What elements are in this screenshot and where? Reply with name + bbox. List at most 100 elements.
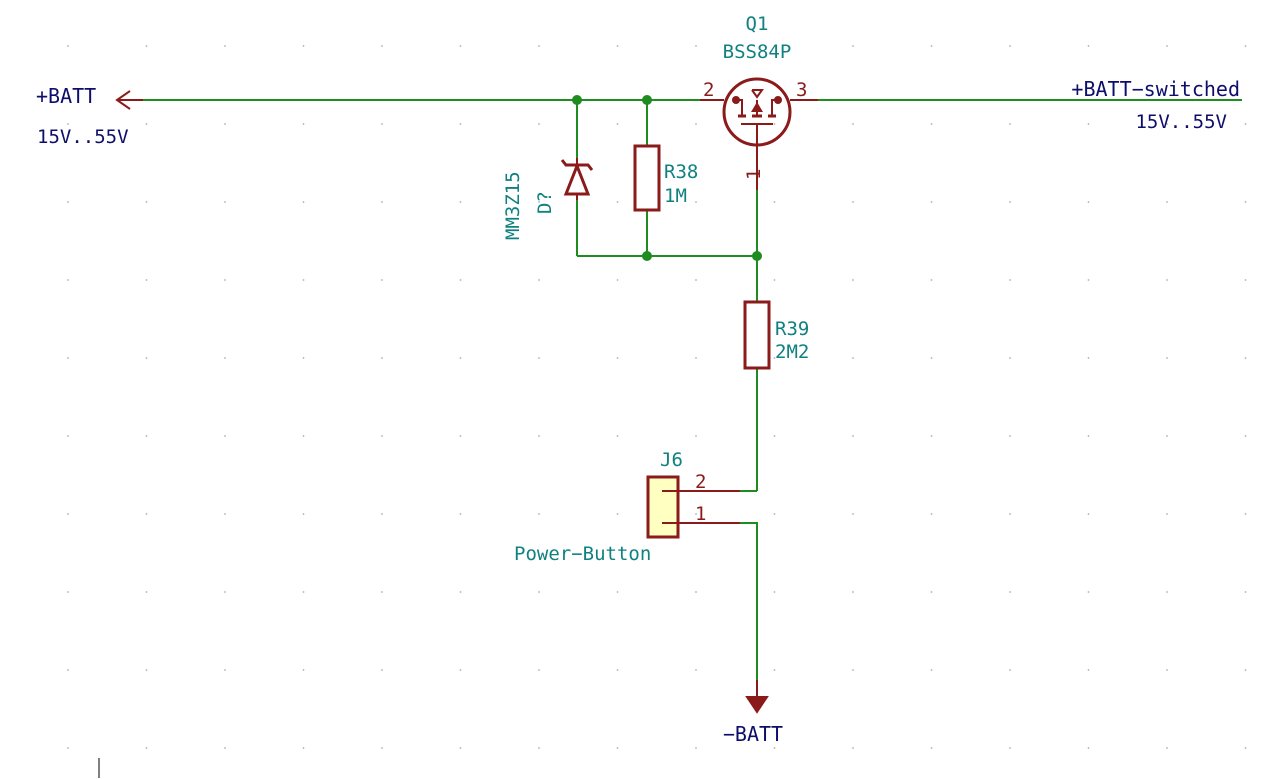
grid-dot [1009, 357, 1011, 359]
grid-dot [67, 435, 69, 437]
resistor-r39[interactable]: R39 2M2 [743, 300, 809, 370]
grid-dot [1244, 45, 1247, 47]
grid-dot [616, 279, 619, 281]
grid-dot [773, 357, 776, 359]
grid-dot [1087, 201, 1090, 203]
grid-dot [1166, 669, 1168, 671]
connector-body-icon [646, 475, 680, 539]
connector-j6[interactable]: J6 2 1 Power−Button [514, 449, 740, 565]
grid-dot [1009, 435, 1011, 437]
grid-dot [459, 747, 462, 749]
grid-dot [852, 45, 854, 47]
net-label-batt-switched[interactable]: +BATT−switched 15V..55V [1071, 77, 1240, 133]
grid-dot [67, 513, 69, 515]
grid-dot [852, 435, 854, 437]
grid-dot [302, 357, 305, 359]
grid-dot [852, 201, 854, 203]
grid-dot [459, 591, 462, 593]
j6-pin1-number: 1 [695, 503, 706, 525]
grid-dot [302, 123, 305, 125]
grid-dot [224, 591, 226, 593]
power-symbol-batt-minus[interactable]: −BATT [723, 680, 783, 746]
grid-dot [1087, 357, 1090, 359]
grid-dot [773, 669, 776, 671]
grid-dot [1244, 591, 1247, 593]
grid-dot [1009, 669, 1011, 671]
grid-dot [1087, 513, 1090, 515]
net-label-batt-switched-text: +BATT−switched [1071, 77, 1240, 101]
grid-dot [538, 591, 540, 593]
grid-dot [224, 747, 226, 749]
grid-dot [1009, 279, 1011, 281]
grid-dot [224, 435, 226, 437]
grid-dot [930, 123, 933, 125]
zener-diode-d[interactable]: MM3Z15 D? [502, 158, 594, 240]
grid-dot [1009, 591, 1011, 593]
grid-dot [302, 279, 305, 281]
grid-dot [773, 747, 776, 749]
grid-dot [852, 123, 854, 125]
grid-dot [538, 279, 540, 281]
grid-dot [852, 513, 854, 515]
grid-dot [67, 45, 69, 47]
grid-dot [1166, 435, 1168, 437]
grid-dot [459, 201, 462, 203]
mosfet-pin-dot [732, 96, 740, 104]
grid-dot [930, 45, 933, 47]
zener-reference: D? [534, 191, 556, 214]
grid-dot [145, 513, 148, 515]
grid-dot [773, 45, 776, 47]
grid-dot [773, 591, 776, 593]
grid-dot [1244, 279, 1247, 281]
grid-dot [145, 591, 148, 593]
grid-dot [145, 45, 148, 47]
grid-dot [930, 513, 933, 515]
grid-dot [145, 123, 148, 125]
grid-dot [773, 435, 776, 437]
grid-dot [695, 201, 697, 203]
grid-dot [1087, 747, 1090, 749]
junction-dot [642, 251, 652, 261]
grid-dot [1244, 201, 1247, 203]
grid-dot [1244, 747, 1247, 749]
q1-pin-gate-number: 1 [743, 169, 765, 180]
grid-dot [381, 357, 383, 359]
schematic-grid [67, 45, 1247, 749]
grid-dot [67, 591, 69, 593]
grid-dot [538, 357, 540, 359]
junctions [572, 95, 762, 261]
grid-dot [224, 513, 226, 515]
grid-dot [459, 45, 462, 47]
q1-pin-source-number: 2 [703, 79, 714, 101]
resistor-r38[interactable]: R38 1M [633, 144, 698, 212]
grid-dot [616, 357, 619, 359]
grid-dot [1009, 513, 1011, 515]
j6-pin2-number: 2 [695, 471, 706, 493]
mosfet-q1[interactable]: Q1 BSS84P 2 3 1 [700, 13, 818, 190]
grid-dot [538, 435, 540, 437]
wire-j6-pin1[interactable] [740, 522, 758, 695]
junction-dot [642, 95, 652, 105]
grid-dot [930, 357, 933, 359]
grid-dot [1009, 123, 1011, 125]
grid-dot [67, 201, 69, 203]
grid-dot [67, 279, 69, 281]
grid-dot [459, 279, 462, 281]
grid-dot [381, 513, 383, 515]
grid-dot [1166, 747, 1168, 749]
grid-dot [616, 591, 619, 593]
grid-dot [381, 669, 383, 671]
grid-dot [852, 747, 854, 749]
grid-dot [1009, 45, 1011, 47]
net-label-batt-plus[interactable]: +BATT 15V..55V [36, 84, 143, 148]
grid-dot [930, 201, 933, 203]
grid-dot [930, 591, 933, 593]
grid-dot [224, 669, 226, 671]
grid-dot [1166, 357, 1168, 359]
q1-reference: Q1 [746, 13, 769, 35]
grid-dot [616, 513, 619, 515]
grid-dot [538, 201, 540, 203]
grid-dot [930, 279, 933, 281]
grid-dot [1166, 45, 1168, 47]
grid-dot [695, 669, 697, 671]
